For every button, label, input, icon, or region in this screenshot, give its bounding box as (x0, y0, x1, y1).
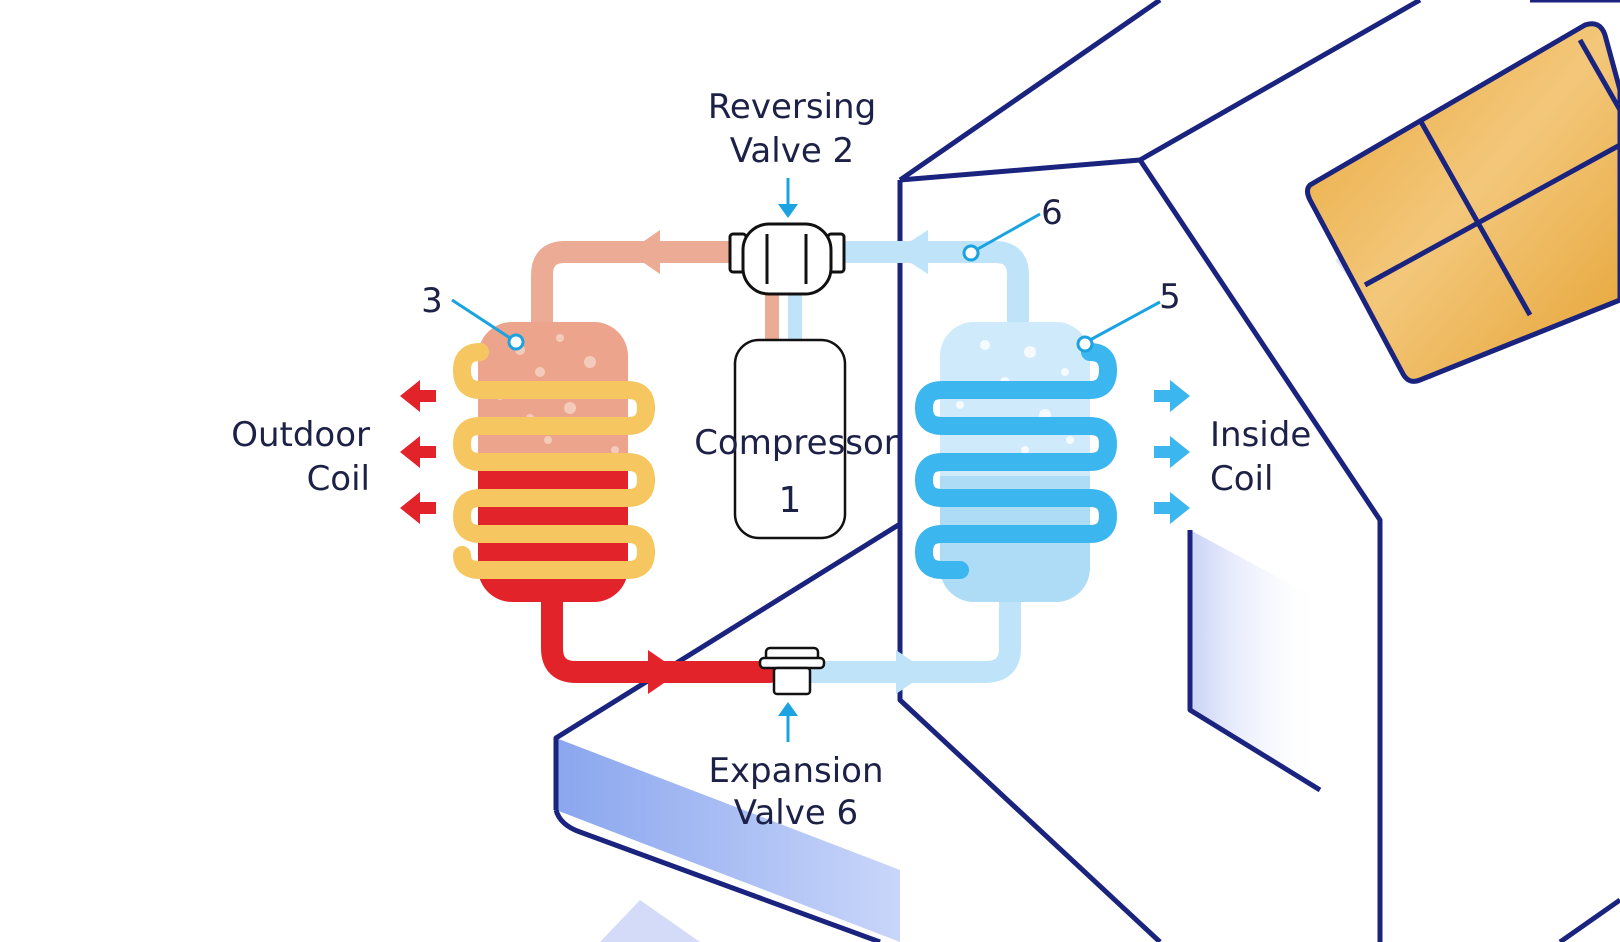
pointer-3-line (451, 298, 511, 340)
reversing-valve-label-1: Reversing (708, 87, 876, 127)
pipe-bottom-left (541, 589, 781, 683)
pointer-6-line (975, 212, 1041, 252)
inside-coil-label-1: Inside (1210, 415, 1311, 455)
outdoor-coil-label-1: Outdoor (231, 415, 370, 455)
inside-coil-wraps (914, 343, 1118, 579)
callout-pointers (451, 178, 1161, 742)
flow-arrow-top-left (628, 230, 660, 274)
inside-coil-label-2: Coil (1210, 459, 1273, 499)
outdoor-heat-arrows (400, 380, 436, 524)
pointer-reversing-arrow (778, 204, 798, 218)
house-base-outline (553, 521, 902, 810)
house-lower-right (1558, 897, 1620, 942)
callout-6: 6 (1041, 193, 1063, 233)
inside-coil (914, 322, 1118, 602)
pointer-expansion-arrow (778, 702, 798, 716)
house-roof-ridge (1138, 0, 1422, 163)
flow-arrow-bottom-right (896, 650, 928, 694)
house-illustration (553, 0, 1620, 942)
red-arrow-3 (400, 492, 436, 524)
house-base-side (556, 738, 900, 942)
house-base-bottom (600, 900, 700, 942)
compressor (733, 338, 847, 540)
skylight-window (1305, 21, 1620, 384)
red-arrow-1 (400, 380, 436, 412)
outdoor-coil-wraps (452, 343, 656, 579)
house-roof-front (899, 157, 1383, 942)
compressor-number: 1 (779, 480, 802, 521)
compressor-label: Compressor (694, 423, 898, 463)
house-roof-left (898, 0, 1162, 183)
reversing-valve (728, 222, 846, 296)
red-arrow-2 (400, 436, 436, 468)
outdoor-coil (452, 322, 656, 602)
flow-arrows (628, 230, 928, 694)
inside-heat-arrows (1154, 380, 1190, 524)
flow-arrow-bottom-left (648, 650, 680, 694)
expansion-valve-label-2: Valve 6 (734, 793, 858, 833)
pointer-3-dot (507, 333, 525, 351)
callout-5: 5 (1159, 277, 1181, 317)
house-base-edge (553, 809, 881, 942)
expansion-valve-label-1: Expansion (708, 751, 883, 791)
compressor-body (733, 338, 847, 540)
pipe-top-right (829, 241, 1029, 341)
pointer-6-dot (962, 244, 980, 262)
pipe-top-left (531, 241, 741, 341)
blue-arrow-1 (1154, 380, 1190, 412)
blue-arrow-3 (1154, 492, 1190, 524)
callout-3: 3 (421, 281, 443, 321)
labels: Reversing Valve 2 Compressor 1 Outdoor C… (231, 87, 1311, 833)
blue-arrow-2 (1154, 436, 1190, 468)
refrigerant-pipes (531, 241, 1029, 683)
pointer-5-dot (1076, 335, 1094, 353)
expansion-valve (758, 646, 826, 696)
pointer-5-line (1089, 300, 1161, 342)
flow-arrow-top-right (894, 230, 928, 274)
house-front-wall (897, 180, 1162, 942)
pipe-bottom-right (789, 589, 1021, 683)
side-window (1187, 530, 1322, 793)
reversing-valve-label-2: Valve 2 (730, 131, 854, 171)
outdoor-coil-label-2: Coil (307, 459, 370, 499)
